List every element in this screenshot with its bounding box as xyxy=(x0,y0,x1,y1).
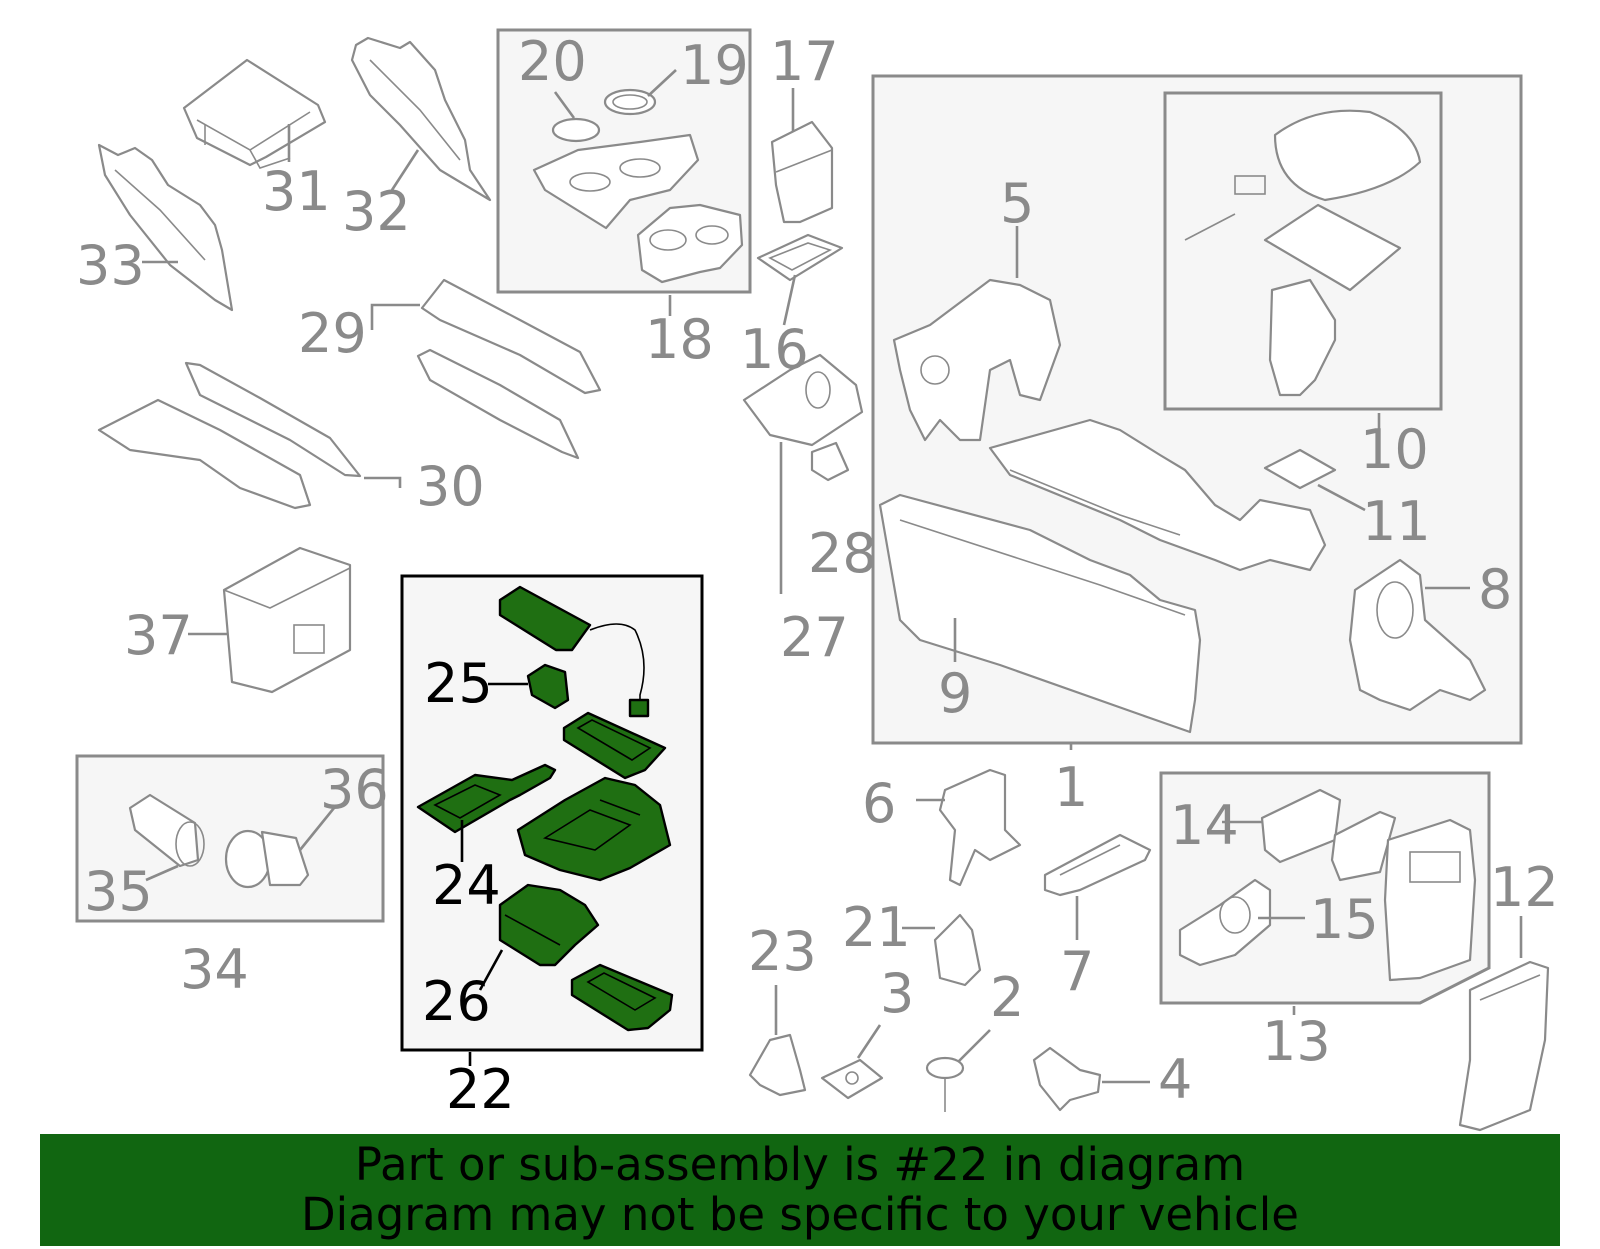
leader-lines xyxy=(142,69,1523,1084)
callout-3: 3 xyxy=(880,962,914,1025)
part-8-bezel xyxy=(1348,558,1487,712)
part-bezel-ring xyxy=(1330,810,1397,882)
part-cupholder-tray xyxy=(532,133,700,230)
banner-line-2: Diagram may not be specific to your vehi… xyxy=(301,1188,1299,1241)
part-10-armrest xyxy=(1184,109,1422,397)
part-16-tray xyxy=(756,233,844,282)
part-33-panel xyxy=(97,143,234,312)
part-22-switch-panel xyxy=(498,585,650,718)
group-box-34 xyxy=(75,754,385,923)
callout-13: 13 xyxy=(1262,1010,1331,1073)
callout-14: 14 xyxy=(1170,794,1239,857)
callout-25: 25 xyxy=(424,652,493,715)
part-3-nut xyxy=(820,1058,884,1100)
part-7-bracket xyxy=(1043,833,1152,897)
callout-37: 37 xyxy=(124,604,193,667)
part-2-screw xyxy=(925,1056,965,1112)
callout-27: 27 xyxy=(780,606,849,669)
leader-lines-22 xyxy=(460,682,528,1066)
part-31-tray xyxy=(182,58,327,169)
callout-9: 9 xyxy=(938,662,972,725)
part-37-switch xyxy=(222,546,352,694)
callout-4: 4 xyxy=(1158,1048,1192,1111)
banner-line-1: Part or sub-assembly is #22 in diagram xyxy=(354,1138,1246,1191)
part-25-connector[interactable] xyxy=(526,663,570,710)
callout-2: 2 xyxy=(990,966,1024,1029)
part-12-trim xyxy=(1458,960,1550,1132)
callout-30: 30 xyxy=(416,455,485,518)
callout-20: 20 xyxy=(518,30,587,93)
callout-19: 19 xyxy=(680,34,749,97)
callout-28: 28 xyxy=(808,522,877,585)
part-30-trims xyxy=(97,361,362,510)
part-13-trim xyxy=(1383,818,1477,982)
part-36-cap xyxy=(224,829,310,889)
callout-12: 12 xyxy=(1490,856,1559,919)
part-20-ring xyxy=(551,117,601,143)
callout-6: 6 xyxy=(862,772,896,835)
part-28-switch xyxy=(810,441,850,482)
part-22-tray-lower xyxy=(570,963,674,1032)
callout-33: 33 xyxy=(76,234,145,297)
part-22-cupholder xyxy=(516,776,672,882)
callout-24: 24 xyxy=(432,854,501,917)
callout-11: 11 xyxy=(1362,490,1431,553)
callout-8: 8 xyxy=(1478,558,1512,621)
callout-18: 18 xyxy=(645,308,714,371)
callout-26: 26 xyxy=(422,970,491,1033)
part-9-side-panel xyxy=(878,493,1202,734)
callout-22: 22 xyxy=(446,1058,515,1121)
callout-31: 31 xyxy=(262,160,331,223)
callout-16: 16 xyxy=(740,318,809,381)
info-banner: Part or sub-assembly is #22 in diagram D… xyxy=(40,1134,1560,1246)
part-11-pad xyxy=(1263,448,1337,490)
part-23-clip xyxy=(748,1033,807,1097)
part-18-insert xyxy=(636,203,744,284)
part-17-bracket xyxy=(770,120,834,224)
callout-7: 7 xyxy=(1060,940,1094,1003)
part-console-body xyxy=(988,418,1327,572)
part-24-tray[interactable] xyxy=(416,763,557,834)
callout-21: 21 xyxy=(842,896,911,959)
callout-5: 5 xyxy=(1000,172,1034,235)
callout-32: 32 xyxy=(342,180,411,243)
part-4-clip xyxy=(1032,1046,1102,1112)
callout-23: 23 xyxy=(748,920,817,983)
part-26-boot[interactable] xyxy=(498,883,600,967)
part-5-bracket xyxy=(892,278,1062,442)
part-29-trims xyxy=(416,278,602,460)
callout-15: 15 xyxy=(1310,888,1379,951)
callout-36: 36 xyxy=(320,758,389,821)
part-19-ring xyxy=(603,88,657,116)
callout-29: 29 xyxy=(298,302,367,365)
part-6-bracket xyxy=(938,768,1022,887)
part-22-tray-upper xyxy=(562,711,667,780)
part-35-socket xyxy=(128,793,205,868)
callout-34: 34 xyxy=(180,938,249,1001)
part-32-panel xyxy=(350,36,492,202)
callout-1: 1 xyxy=(1054,756,1088,819)
part-21-clip xyxy=(933,913,982,987)
part-27-bezel xyxy=(742,353,864,447)
callout-17: 17 xyxy=(770,30,839,93)
callout-10: 10 xyxy=(1360,418,1429,481)
part-15-bezel xyxy=(1178,878,1272,967)
callout-35: 35 xyxy=(84,860,153,923)
